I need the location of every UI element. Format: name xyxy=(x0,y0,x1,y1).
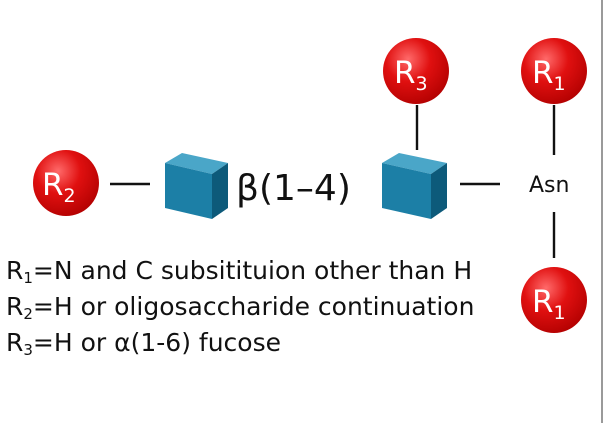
linkage-label: β(1–4) xyxy=(236,168,351,209)
legend-r3-base: R xyxy=(6,328,24,357)
red-sphere-icon: R1 xyxy=(521,267,587,333)
legend-r2-sub: 2 xyxy=(23,305,33,323)
r1-top-subscript: 1 xyxy=(554,73,566,95)
legend-r1-base: R xyxy=(6,256,24,285)
legend-line-r3: R3=H or α(1-6) fucose xyxy=(6,330,281,358)
r1-bottom-subscript: 1 xyxy=(554,302,566,324)
r2-subscript: 2 xyxy=(64,185,76,207)
svg-text:R1: R1 xyxy=(532,284,566,324)
right-border xyxy=(601,0,603,423)
r1-top-label: R xyxy=(532,55,554,91)
legend-r1-sub: 1 xyxy=(23,269,33,287)
r3-subscript: 3 xyxy=(416,73,428,95)
legend-line-r2: R2=H or oligosaccharide continuation xyxy=(6,294,474,322)
red-sphere-icon: R1 xyxy=(521,38,587,104)
blue-cube-icon xyxy=(165,153,228,219)
legend-r2-text: =H or oligosaccharide continuation xyxy=(32,292,475,321)
asn-label: Asn xyxy=(529,173,569,198)
r2-label: R xyxy=(42,167,64,203)
red-sphere-icon: R2 xyxy=(33,150,99,216)
legend-r3-sub: 3 xyxy=(23,341,33,359)
legend-r3-text: =H or α(1-6) fucose xyxy=(32,328,281,357)
svg-text:R2: R2 xyxy=(42,167,76,207)
legend-line-r1: R1=N and C subsitituion other than H xyxy=(6,258,472,286)
r3-label: R xyxy=(394,55,416,91)
red-sphere-icon: R3 xyxy=(383,38,449,104)
blue-cube-icon xyxy=(382,153,447,219)
legend-r1-text: =N and C subsitituion other than H xyxy=(32,256,473,285)
r1-bottom-label: R xyxy=(532,284,554,320)
svg-text:R1: R1 xyxy=(532,55,566,95)
legend-r2-base: R xyxy=(6,292,24,321)
svg-text:R3: R3 xyxy=(394,55,428,95)
